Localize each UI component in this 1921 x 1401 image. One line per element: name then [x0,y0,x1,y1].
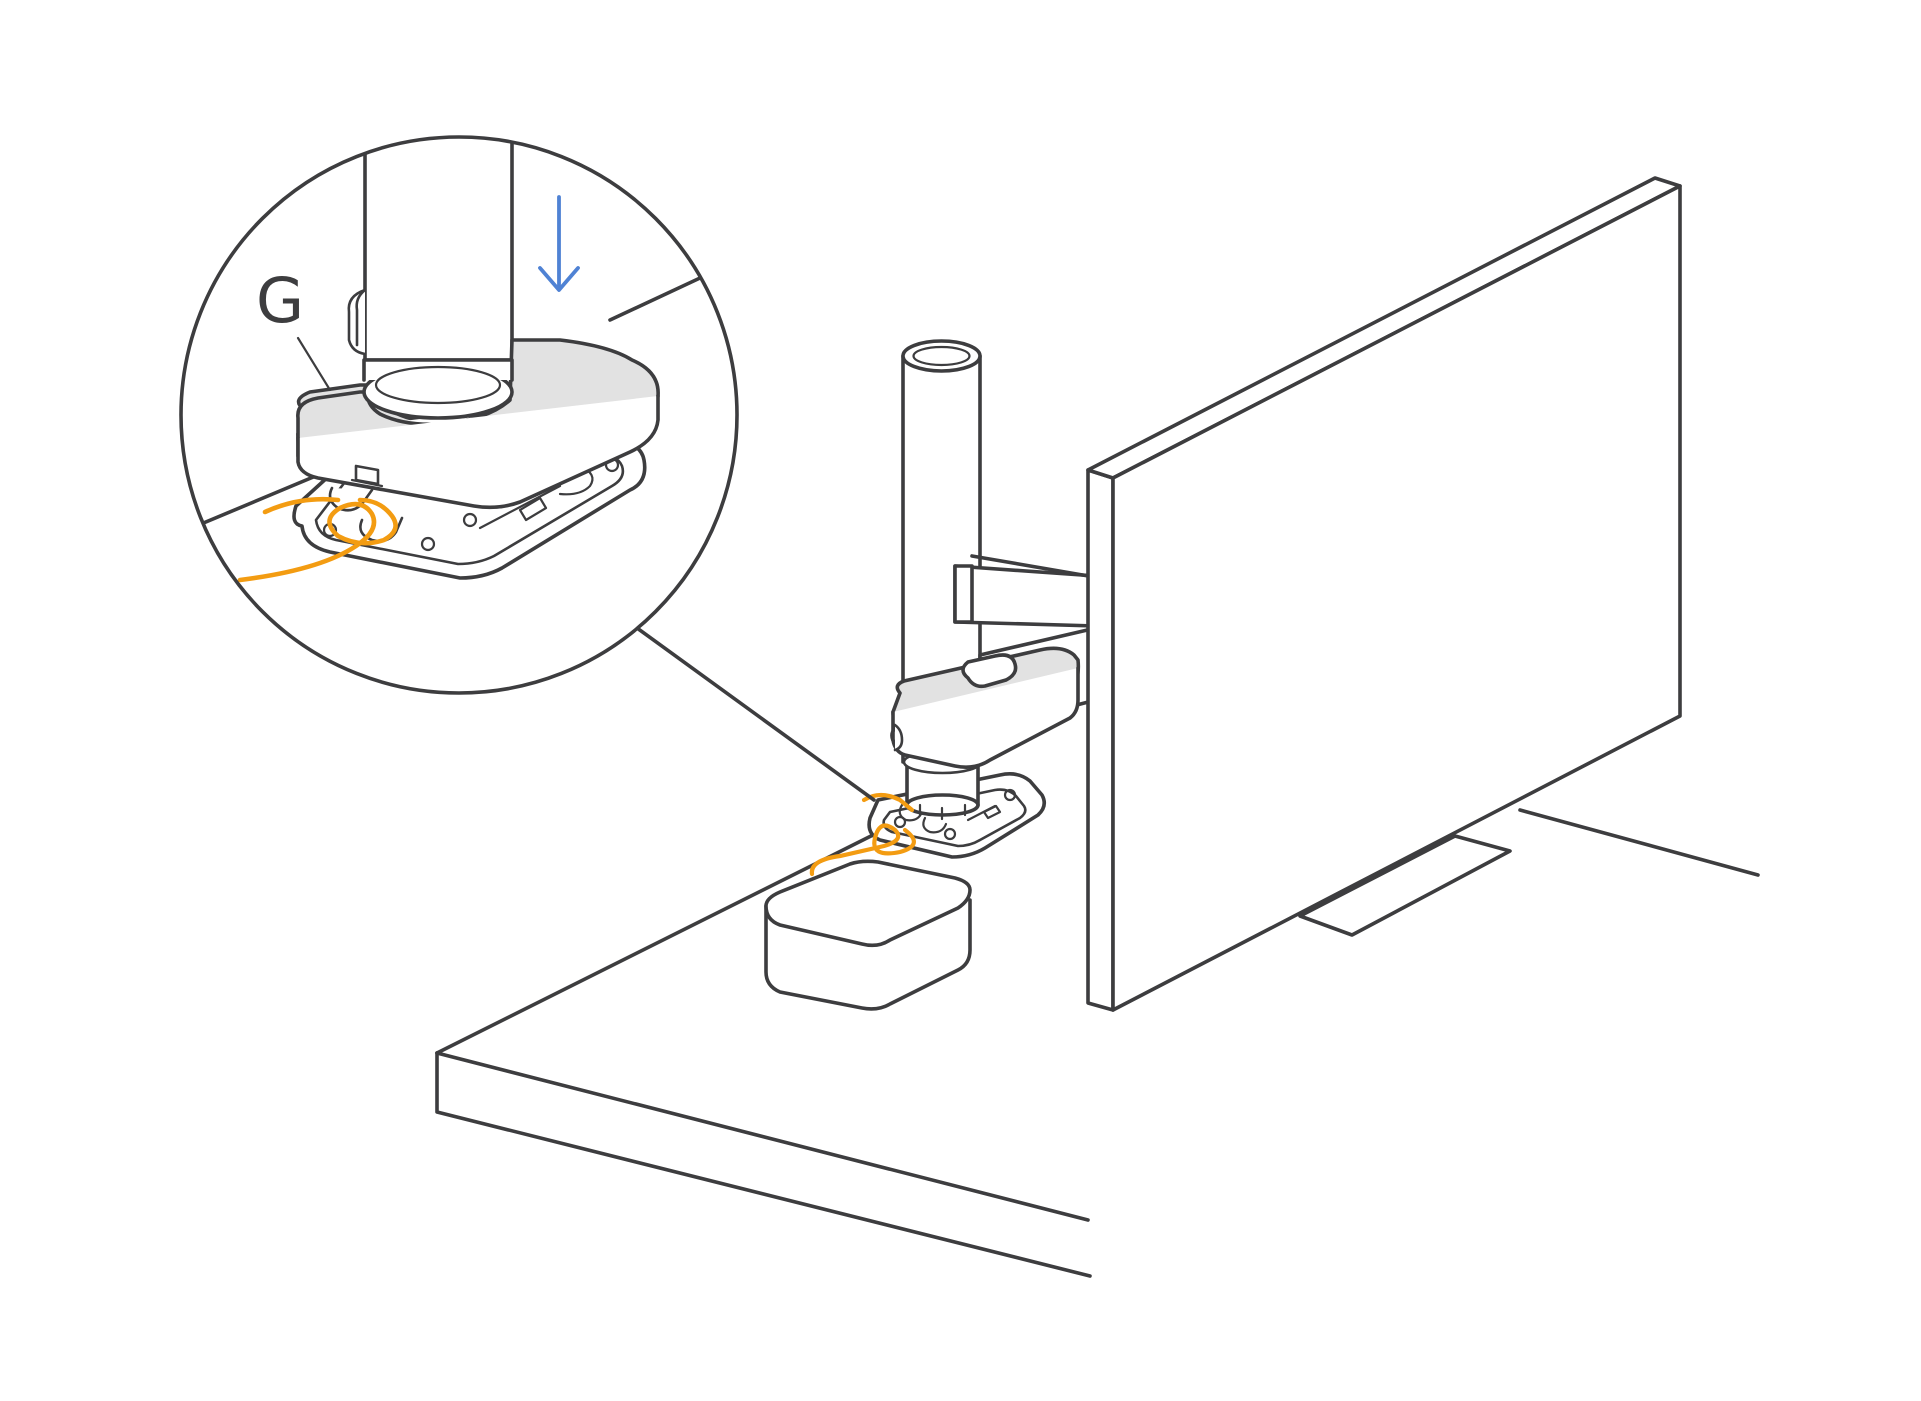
cable-desk-segment [861,792,915,813]
monitor [1086,176,1682,1012]
cable-desk [809,823,916,877]
callout-label-g: G [256,264,304,337]
hub-box [764,859,972,1011]
down-arrow-icon [538,195,580,292]
mounting-pole [901,339,982,756]
magnified-detail-view: G [179,135,739,695]
desk [435,808,1760,1278]
callout-leader-line [635,626,876,802]
monitor-base-plate [1298,834,1512,937]
label-g-leader [296,336,332,392]
g-clip-part [890,646,1081,769]
